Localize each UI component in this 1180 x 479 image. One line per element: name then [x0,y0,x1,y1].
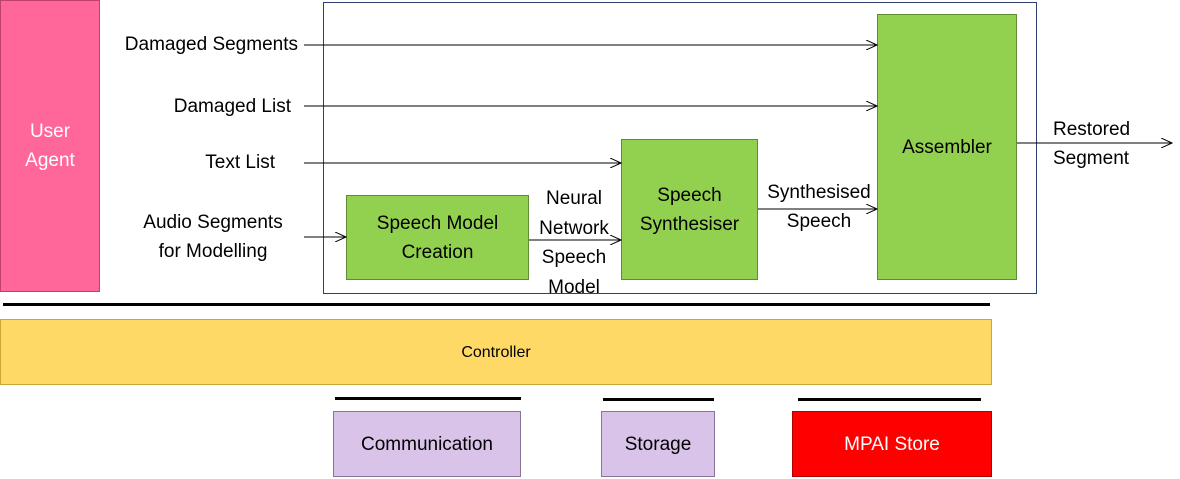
assembler-box: Assembler [877,14,1017,280]
flow-nn-speech-model: Neural Network Speech Model [526,184,622,302]
input-damaged-list: Damaged List [173,96,291,117]
controller-divider [3,303,990,306]
controller-box: Controller [0,319,992,385]
flow-synth-line1: Synthesised [767,182,871,203]
aiw-frame [323,2,1037,294]
mpai-store-box: MPAI Store [792,411,992,477]
flow-synthesised-speech: Synthesised Speech [759,178,879,236]
input-damaged-segments: Damaged Segments [124,34,298,55]
controller-label: Controller [461,343,531,361]
flow-nn-line2: Network [539,217,609,239]
input-text-list: Text List [205,152,275,173]
speech-model-creation-line2: Creation [401,241,474,263]
communication-box: Communication [333,411,521,477]
communication-label: Communication [361,433,493,455]
storage-box: Storage [601,411,715,477]
flow-nn-line3: Speech [541,247,607,268]
user-agent-label-line2: Agent [25,150,75,171]
speech-model-creation-line1: Speech Model [376,212,499,234]
storage-divider [603,398,714,401]
input-audio-segments-line1: Audio Segments [143,212,283,233]
speech-synthesiser-line2: Synthesiser [639,213,740,235]
mpai-store-divider [798,398,981,401]
flow-nn-line1: Neural [546,188,602,209]
speech-synthesiser-box: Speech Synthesiser [621,139,758,280]
mpai-store-label: MPAI Store [844,433,940,455]
speech-model-creation-box: Speech Model Creation [346,195,529,280]
input-audio-segments-line2: for Modelling [158,241,268,262]
user-agent-box: User Agent [0,0,100,292]
flow-restored-line1: Restored [1053,119,1131,140]
speech-synthesiser-line1: Speech [657,184,722,206]
input-audio-segments: Audio Segments for Modelling [128,208,298,266]
user-agent-label-line1: User [29,121,71,142]
flow-nn-line4: Model [548,276,600,298]
flow-synth-line2: Speech [786,211,852,232]
flow-restored-segment: Restored Segment [1053,115,1130,173]
flow-restored-line2: Segment [1053,148,1130,169]
storage-label: Storage [624,433,692,455]
communication-divider [335,397,521,400]
assembler-label: Assembler [902,137,992,158]
